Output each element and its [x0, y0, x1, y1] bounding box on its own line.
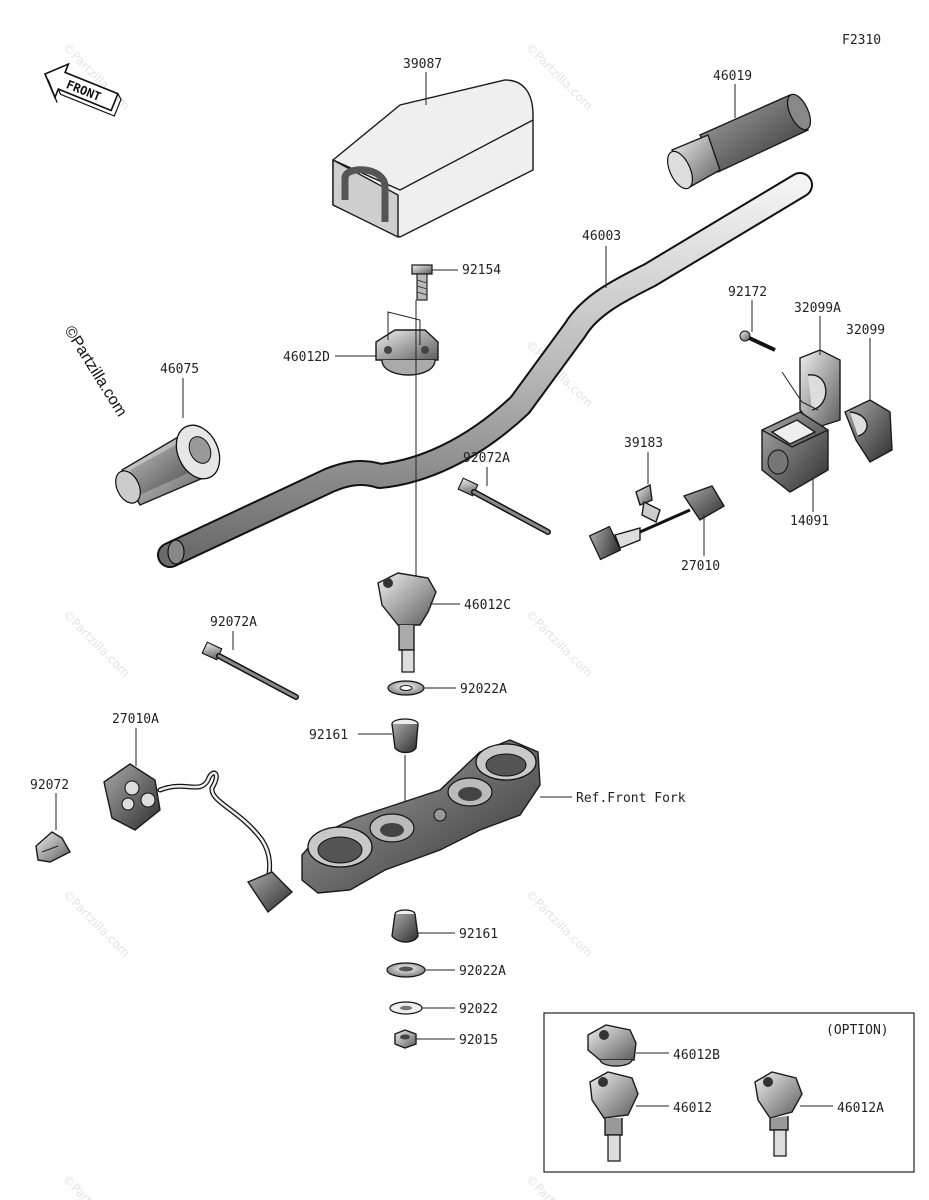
label-92022: 92022	[459, 1002, 498, 1017]
label-46012A: 46012A	[837, 1101, 884, 1116]
option-label: (OPTION)	[826, 1023, 889, 1038]
label-14091: 14091	[790, 514, 829, 529]
label-39183: 39183	[624, 436, 663, 451]
label-ref-front-fork: Ref.Front Fork	[576, 791, 686, 806]
label-92161-lower: 92161	[459, 927, 498, 942]
handlebar	[157, 172, 813, 568]
triple-clamp	[301, 739, 541, 894]
wire-clip	[635, 483, 661, 523]
switch-harness	[588, 485, 725, 561]
label-46012: 46012	[673, 1101, 712, 1116]
damper-lower	[391, 909, 419, 943]
label-92022A-upper: 92022A	[460, 682, 507, 697]
label-32099A: 32099A	[794, 301, 841, 316]
watermark: ©Partzilla.com	[523, 40, 596, 113]
damper-upper	[391, 718, 419, 754]
watermark-layer: ©Partzilla.com ©Partzilla.com ©Partzilla…	[60, 40, 596, 1200]
label-46003: 46003	[582, 229, 621, 244]
watermark: ©Partzilla.com	[60, 887, 133, 960]
watermark: ©Partzilla.com	[523, 1172, 596, 1200]
copyright-watermark: ©Partzilla.com	[61, 323, 130, 420]
label-46012D: 46012D	[283, 350, 330, 365]
watermark: ©Partzilla.com	[523, 607, 596, 680]
handlebar-holder-lower	[377, 572, 437, 673]
bolt	[411, 264, 433, 301]
label-92015: 92015	[459, 1033, 498, 1048]
label-92072A-lower: 92072A	[210, 615, 257, 630]
nut	[394, 1029, 417, 1049]
label-32099: 32099	[846, 323, 885, 338]
label-27010: 27010	[681, 559, 720, 574]
label-46012B: 46012B	[673, 1048, 720, 1063]
switch-housing	[761, 411, 829, 493]
label-92154: 92154	[462, 263, 501, 278]
screw	[739, 330, 776, 352]
holder-option	[589, 1071, 639, 1162]
holder-option-a	[754, 1071, 803, 1157]
label-39087: 39087	[403, 57, 442, 72]
label-92172: 92172	[728, 285, 767, 300]
holder-option-b	[587, 1024, 637, 1067]
switch-clamp-a	[781, 349, 841, 429]
handlebar-holder-upper	[375, 311, 439, 376]
label-92161-upper: 92161	[309, 728, 348, 743]
switch-clamp	[844, 399, 893, 463]
label-46019: 46019	[713, 69, 752, 84]
washer-lower	[389, 1001, 423, 1015]
washer-upper	[387, 680, 425, 696]
washer-lower-a	[386, 962, 426, 978]
harness-clip	[35, 831, 71, 863]
label-46012C: 46012C	[464, 598, 511, 613]
label-27010A: 27010A	[112, 712, 159, 727]
option-box: (OPTION) 46012B 46012 46012A	[543, 1012, 915, 1173]
label-92022A-lower: 92022A	[459, 964, 506, 979]
left-grip	[115, 424, 221, 506]
label-92072: 92072	[30, 778, 69, 793]
label-92072A-upper: 92072A	[463, 451, 510, 466]
cable-band	[457, 477, 551, 535]
cable-band-lower	[201, 641, 299, 700]
watermark: ©Partzilla.com	[60, 607, 133, 680]
handlebar-pad	[332, 79, 534, 239]
watermark: ©Partzilla.com	[60, 1172, 133, 1200]
figure-code: F2310	[842, 33, 881, 48]
kill-switch	[103, 763, 294, 914]
throttle-grip	[667, 93, 812, 190]
label-46075: 46075	[160, 362, 199, 377]
watermark: ©Partzilla.com	[523, 887, 596, 960]
